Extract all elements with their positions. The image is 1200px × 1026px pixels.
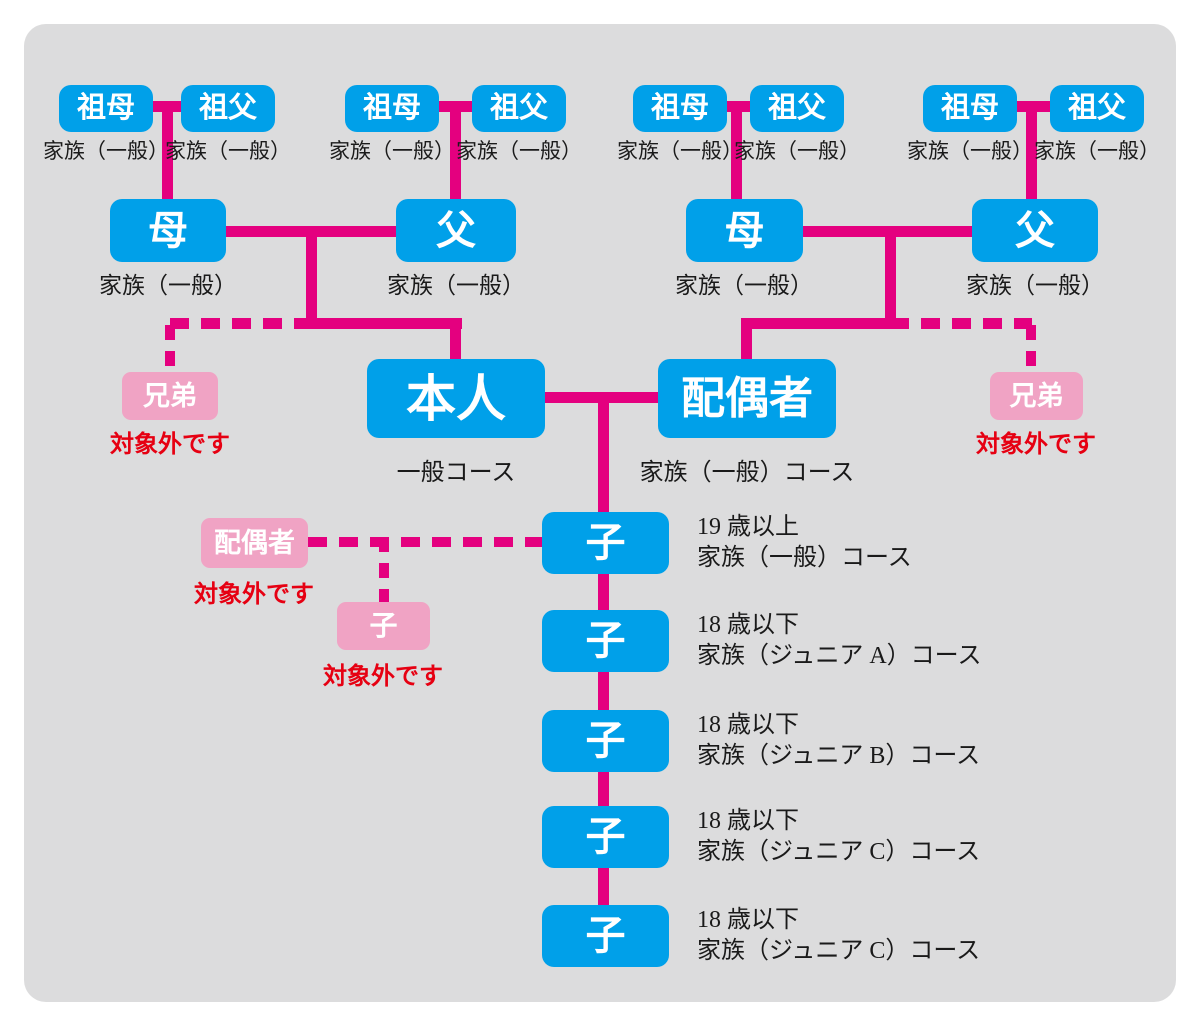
child-age-text: 18 歳以下 bbox=[697, 712, 799, 738]
sibling-left-box: 兄弟 bbox=[122, 372, 218, 420]
grandparent-box: 祖母 bbox=[633, 85, 727, 132]
parents-left-drop-line bbox=[306, 226, 317, 329]
grandparent-course-label: 家族（一般） bbox=[1034, 139, 1160, 163]
child-course-text: 家族（ジュニア B）コース bbox=[697, 743, 981, 769]
gp-pair4-drop-line bbox=[1026, 101, 1037, 201]
child-box: 子 bbox=[542, 610, 669, 672]
excluded-spouse-dashed-line bbox=[308, 537, 542, 547]
grandparent-course-label: 家族（一般） bbox=[456, 139, 582, 163]
parent-course-label: 家族（一般） bbox=[966, 273, 1104, 298]
grandparent-label: 祖父 bbox=[1067, 92, 1126, 124]
grandparent-course-label: 家族（一般） bbox=[907, 139, 1033, 163]
sibling-label: 兄弟 bbox=[143, 380, 197, 411]
grandparent-box: 祖母 bbox=[923, 85, 1017, 132]
gp-pair3-drop-line bbox=[731, 101, 742, 201]
junction-left-dashed-line bbox=[170, 318, 312, 329]
parent-label: 父 bbox=[1015, 208, 1055, 253]
excluded-spouse-note: 対象外です bbox=[194, 582, 314, 608]
grandparent-label: 祖母 bbox=[940, 92, 999, 124]
child-box: 子 bbox=[542, 710, 669, 772]
grandparent-course-label: 家族（一般） bbox=[165, 139, 291, 163]
excluded-child-note: 対象外です bbox=[323, 664, 443, 690]
grandparent-box: 祖母 bbox=[345, 85, 439, 132]
gp-pair1-drop-line bbox=[162, 101, 173, 201]
excluded-child-label: 子 bbox=[369, 610, 398, 641]
grandparent-course-label: 家族（一般） bbox=[734, 139, 860, 163]
grandparent-box: 祖父 bbox=[1050, 85, 1144, 132]
grandparent-course-label: 家族（一般） bbox=[329, 139, 455, 163]
grandparent-box: 祖父 bbox=[472, 85, 566, 132]
junction-left-solid-line bbox=[306, 318, 462, 329]
child-course-info: 18 歳以下 家族（ジュニア C）コース bbox=[697, 806, 980, 868]
grandparent-course-label: 家族（一般） bbox=[617, 139, 743, 163]
child-box: 子 bbox=[542, 806, 669, 868]
grandparent-course-label: 家族（一般） bbox=[43, 139, 169, 163]
self-label: 本人 bbox=[406, 370, 506, 427]
parent-label: 母 bbox=[724, 208, 765, 253]
parent-box: 父 bbox=[396, 199, 516, 262]
parent-box: 母 bbox=[686, 199, 803, 262]
grandparent-box: 祖父 bbox=[750, 85, 844, 132]
excluded-spouse-box: 配偶者 bbox=[201, 518, 308, 568]
child-course-info: 19 歳以上 家族（一般）コース bbox=[697, 512, 912, 574]
child-label: 子 bbox=[585, 914, 626, 958]
child-label: 子 bbox=[585, 815, 626, 859]
child-label: 子 bbox=[585, 719, 626, 763]
grandparent-label: 祖母 bbox=[650, 92, 709, 124]
junction-right-dashed-line bbox=[890, 318, 1032, 329]
parent-box: 父 bbox=[972, 199, 1098, 262]
self-drop-line bbox=[450, 318, 461, 363]
sibling-right-dashed-drop bbox=[1026, 325, 1036, 373]
sibling-label: 兄弟 bbox=[1009, 380, 1064, 411]
sibling-left-dashed-drop bbox=[165, 325, 175, 373]
spouse-box: 配偶者 bbox=[658, 359, 836, 438]
child-label: 子 bbox=[585, 619, 626, 663]
child-course-info: 18 歳以下 家族（ジュニア A）コース bbox=[697, 610, 981, 672]
child-age-text: 19 歳以上 bbox=[697, 514, 799, 540]
gp-pair2-drop-line bbox=[450, 101, 461, 201]
child-course-text: 家族（一般）コース bbox=[697, 545, 912, 571]
child-course-text: 家族（ジュニア C）コース bbox=[697, 839, 981, 865]
spouse-course-label: 家族（一般）コース bbox=[639, 460, 855, 486]
sibling-right-box: 兄弟 bbox=[990, 372, 1083, 420]
excluded-child-box: 子 bbox=[337, 602, 430, 650]
sibling-left-excluded-note: 対象外です bbox=[110, 432, 230, 458]
excluded-spouse-label: 配偶者 bbox=[214, 527, 295, 558]
child-age-text: 18 歳以下 bbox=[697, 907, 799, 933]
grandparent-label: 祖母 bbox=[362, 92, 421, 124]
junction-right-solid-line bbox=[741, 318, 896, 329]
child-box: 子 bbox=[542, 905, 669, 967]
parent-label: 母 bbox=[148, 208, 188, 253]
child-age-text: 18 歳以下 bbox=[697, 808, 799, 834]
self-box: 本人 bbox=[367, 359, 545, 438]
parents-right-drop-line bbox=[885, 226, 896, 329]
child-box: 子 bbox=[542, 512, 669, 574]
parent-course-label: 家族（一般） bbox=[675, 273, 813, 298]
child-course-text: 家族（ジュニア A）コース bbox=[697, 643, 982, 669]
child-label: 子 bbox=[585, 521, 626, 565]
child-age-text: 18 歳以下 bbox=[697, 612, 799, 638]
parent-label: 父 bbox=[436, 208, 476, 253]
parent-box: 母 bbox=[110, 199, 226, 262]
grandparent-box: 祖父 bbox=[181, 85, 275, 132]
self-course-label: 一般コース bbox=[396, 460, 516, 486]
excluded-child-dashed-drop bbox=[379, 537, 389, 603]
grandparent-label: 祖父 bbox=[198, 92, 257, 124]
spouse-drop-line bbox=[741, 318, 752, 363]
parent-course-label: 家族（一般） bbox=[99, 273, 237, 298]
child-course-info: 18 歳以下 家族（ジュニア C）コース bbox=[697, 905, 980, 967]
parent-course-label: 家族（一般） bbox=[387, 273, 525, 298]
grandparent-box: 祖母 bbox=[59, 85, 153, 132]
grandparent-label: 祖父 bbox=[767, 92, 826, 124]
spouse-label: 配偶者 bbox=[681, 373, 813, 423]
grandparent-label: 祖母 bbox=[76, 92, 135, 124]
child-course-info: 18 歳以下 家族（ジュニア B）コース bbox=[697, 710, 980, 772]
sibling-right-excluded-note: 対象外です bbox=[976, 432, 1096, 458]
child-course-text: 家族（ジュニア C）コース bbox=[697, 938, 981, 964]
grandparent-label: 祖父 bbox=[489, 92, 548, 124]
